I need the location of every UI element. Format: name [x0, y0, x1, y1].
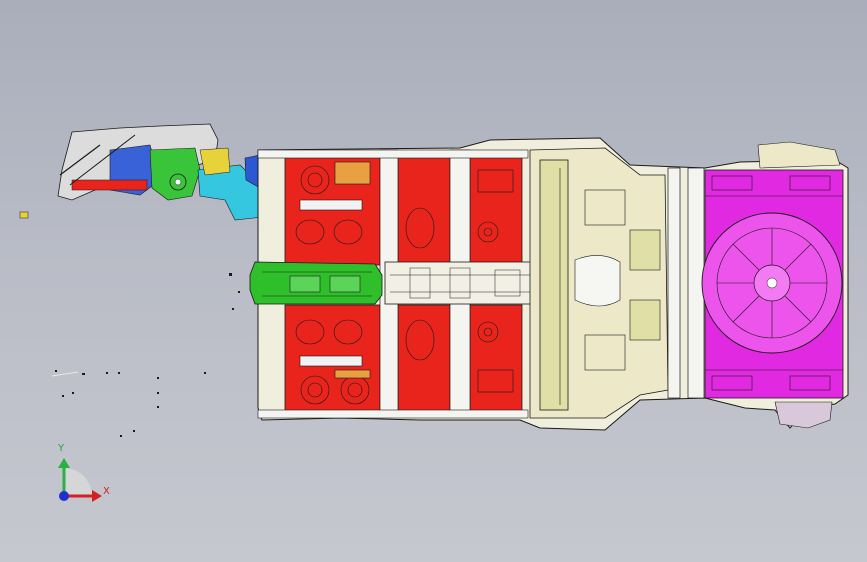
triad-xy-plane [64, 468, 92, 496]
rear-floor-details [705, 175, 843, 391]
front-link-2 [69, 134, 136, 186]
tunnel-details [390, 267, 535, 299]
triad-x-arrow [92, 490, 102, 502]
main-floor[interactable] [249, 137, 849, 431]
front-structure[interactable] [19, 123, 283, 221]
rear-rail-1 [667, 167, 681, 399]
front-floor-right-lower[interactable] [469, 304, 523, 414]
front-small-part [19, 211, 29, 219]
center-tunnel[interactable] [384, 261, 541, 305]
mid-structure-details [559, 168, 661, 405]
floor-panel-details [295, 161, 514, 405]
rear-top-bracket [757, 141, 841, 169]
floor-crossmember-upper [257, 149, 529, 159]
front-bracket-green[interactable] [149, 147, 201, 201]
coordinate-triad[interactable] [58, 458, 102, 502]
triad-x-label: X [103, 486, 110, 497]
rear-bumper-bracket [774, 401, 833, 429]
front-link-1 [59, 144, 101, 176]
floor-crossmember-lower [257, 409, 529, 419]
green-member-details [262, 271, 372, 297]
scatter-line-1 [51, 371, 79, 377]
scattered-parts [55, 273, 240, 437]
triad-y-label: Y [58, 443, 65, 454]
spare-wheel-well[interactable] [701, 212, 843, 354]
front-yellow-part[interactable] [199, 147, 231, 176]
front-rail-red-strip[interactable] [71, 179, 148, 191]
front-bolt-2 [174, 178, 182, 186]
triad-y-arrow [58, 458, 70, 468]
rear-crossmember[interactable] [539, 159, 569, 411]
triad-z-axis [59, 491, 69, 501]
